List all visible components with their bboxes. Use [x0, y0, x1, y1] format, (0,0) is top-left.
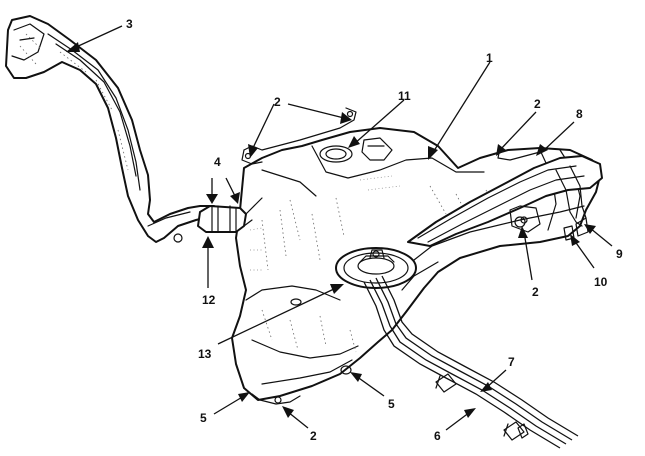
heat-shield [407, 155, 603, 247]
callout-13: 13 [198, 347, 212, 361]
callout-9: 9 [616, 247, 623, 261]
callout-11: 11 [398, 89, 411, 103]
callout-2-top-right: 2 [534, 97, 541, 111]
filler-hose [197, 197, 263, 233]
callout-2-bottom: 2 [310, 429, 317, 443]
callout-6: 6 [434, 429, 441, 443]
callout-1: 1 [486, 51, 493, 65]
fuel-lines [363, 275, 579, 449]
callout-4: 4 [214, 155, 221, 169]
callout-7: 7 [508, 355, 515, 369]
callout-5-right: 5 [388, 397, 395, 411]
callout-8: 8 [576, 107, 583, 121]
callout-5-left: 5 [200, 411, 207, 425]
fuel-pump-module [335, 247, 417, 289]
leader-lines [66, 25, 613, 431]
callout-12: 12 [202, 293, 216, 307]
filler-neck [5, 15, 215, 243]
callout-2-top-left: 2 [274, 95, 281, 109]
callout-10: 10 [594, 275, 608, 289]
callout-3: 3 [126, 17, 133, 31]
callout-labels: 3 1 11 2 2 8 4 9 10 2 12 13 5 2 5 6 7 [126, 17, 623, 443]
callout-2-right: 2 [532, 285, 539, 299]
